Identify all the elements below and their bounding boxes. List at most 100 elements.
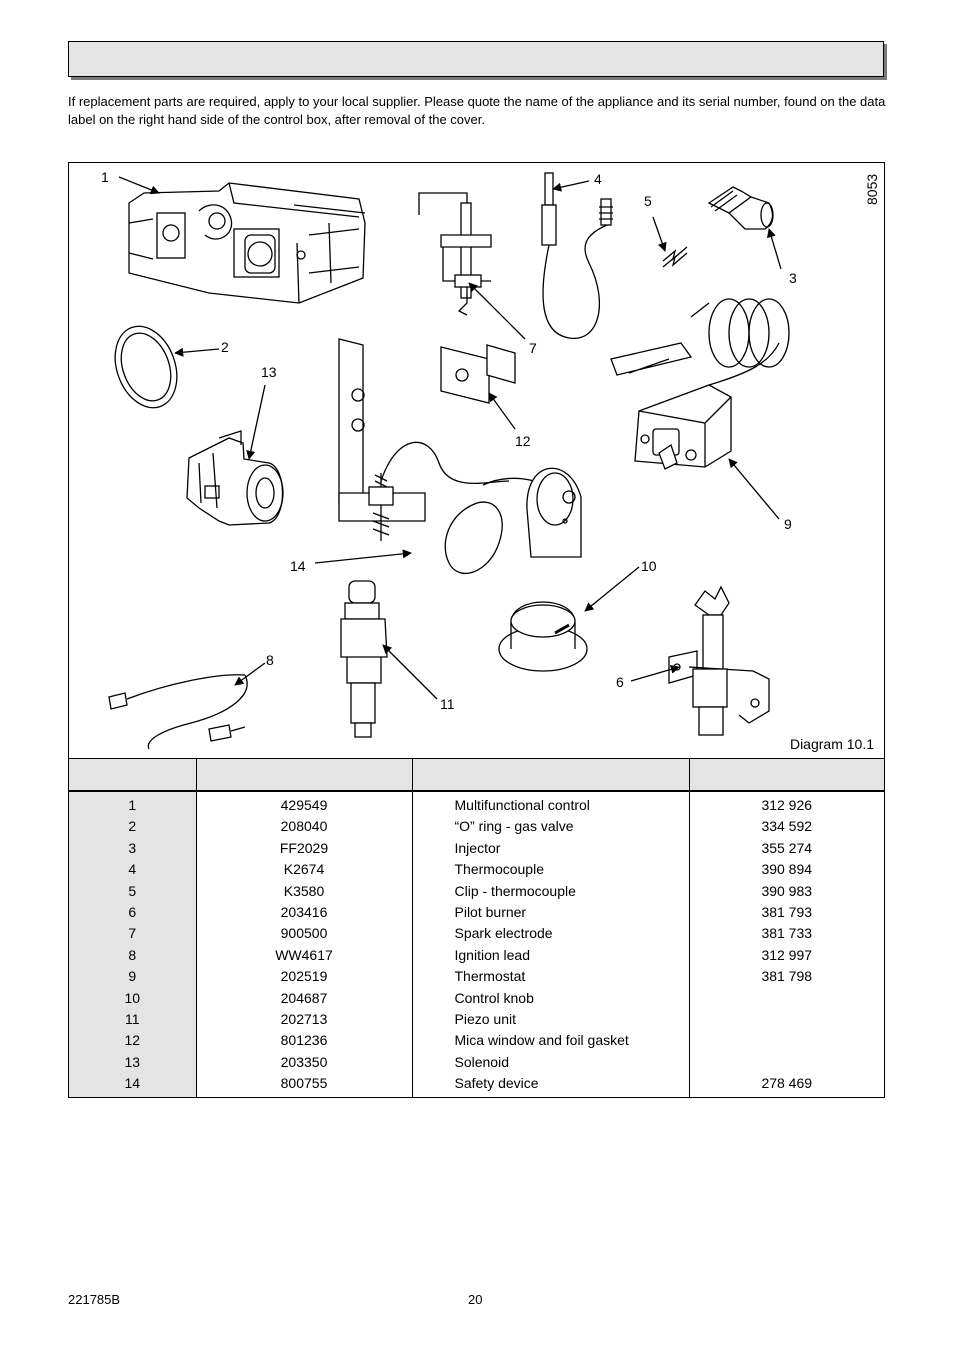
part-code-cell: 312 997	[688, 944, 884, 967]
spacer-cell	[411, 1094, 689, 1097]
key-cell: 6	[69, 902, 196, 924]
section-title-bar	[68, 41, 884, 77]
callout-1: 1	[101, 169, 109, 185]
page-number: 20	[468, 1292, 483, 1307]
callout-6: 6	[616, 674, 624, 690]
callout-3: 3	[789, 270, 797, 286]
gc-number-cell: WW4617	[195, 944, 412, 967]
key-cell: 5	[69, 880, 196, 903]
mica-window-illustration	[440, 344, 516, 404]
description-cell: Clip - thermocouple	[411, 880, 689, 903]
table-spacer-row	[69, 1094, 884, 1097]
callout-13: 13	[261, 364, 277, 380]
key-cell: 8	[69, 944, 196, 967]
intro-paragraph: If replacement parts are required, apply…	[68, 94, 886, 127]
description-cell: Piezo unit	[411, 1009, 689, 1031]
gc-number-cell: 202519	[195, 966, 412, 988]
part-code-cell: 381 793	[688, 902, 884, 924]
ignition-lead-illustration	[108, 674, 248, 750]
key-cell: 13	[69, 1051, 196, 1074]
clip-illustration	[662, 246, 688, 268]
description-cell: Thermostat	[411, 966, 689, 988]
key-cell: 14	[69, 1073, 196, 1095]
description-cell: Multifunctional control	[411, 791, 689, 817]
description-cell: Mica window and foil gasket	[411, 1030, 689, 1052]
callout-7: 7	[529, 340, 537, 356]
callout-4: 4	[594, 171, 602, 187]
gc-number-cell: K2674	[195, 859, 412, 881]
gc-number-cell: 203350	[195, 1051, 412, 1074]
spacer-cell	[195, 1094, 412, 1097]
part-code-cell	[688, 987, 884, 1010]
part-code-cell: 390 983	[688, 880, 884, 903]
callout-2: 2	[221, 339, 229, 355]
thermostat-illustration	[610, 298, 790, 470]
part-code-cell: 381 798	[688, 966, 884, 988]
parts-frame: 1 2 3 4 5 6 7 8 9 10 11 12 13 14 8053 Di…	[68, 162, 885, 1098]
key-cell: 10	[69, 987, 196, 1010]
key-cell: 2	[69, 816, 196, 838]
gc-number-cell: 900500	[195, 923, 412, 945]
part-code-cell: 334 592	[688, 816, 884, 838]
part-code-cell: 381 733	[688, 923, 884, 945]
key-cell: 7	[69, 923, 196, 945]
part-code-cell: 278 469	[688, 1073, 884, 1095]
gc-number-cell: 429549	[195, 791, 412, 817]
callout-9: 9	[784, 516, 792, 532]
key-cell: 9	[69, 966, 196, 988]
callout-5: 5	[644, 193, 652, 209]
gc-number-cell: 800755	[195, 1073, 412, 1095]
multifunctional-control-illustration	[128, 182, 366, 304]
description-cell: Injector	[411, 837, 689, 860]
gc-number-cell: FF2029	[195, 837, 412, 860]
callout-8: 8	[266, 652, 274, 668]
column-header-code	[688, 758, 884, 792]
callout-11: 11	[440, 696, 455, 712]
safety-device-illustration	[338, 338, 582, 574]
key-cell: 1	[69, 791, 196, 817]
gc-number-cell: 208040	[195, 816, 412, 838]
part-code-cell	[688, 1051, 884, 1074]
gc-number-cell: 204687	[195, 987, 412, 1010]
part-code-cell: 355 274	[688, 837, 884, 860]
pilot-burner-illustration	[668, 585, 770, 736]
key-cell: 3	[69, 837, 196, 860]
exploded-parts-diagram: 1 2 3 4 5 6 7 8 9 10 11 12 13 14 8053 Di…	[69, 163, 884, 758]
spacer-cell	[69, 1094, 196, 1097]
description-cell: Safety device	[411, 1073, 689, 1095]
parts-illustration: 1 2 3 4 5 6 7 8 9 10 11 12 13 14 8053	[101, 169, 880, 750]
description-cell: Pilot burner	[411, 902, 689, 924]
description-cell: Spark electrode	[411, 923, 689, 945]
description-cell: Control knob	[411, 987, 689, 1010]
callout-12: 12	[515, 433, 531, 449]
key-cell: 4	[69, 859, 196, 881]
thermocouple-illustration	[541, 172, 613, 339]
description-cell: Thermocouple	[411, 859, 689, 881]
callout-14: 14	[290, 558, 306, 574]
key-cell: 11	[69, 1009, 196, 1031]
part-code-cell: 390 894	[688, 859, 884, 881]
part-code-cell: 312 926	[688, 791, 884, 817]
description-cell: Solenoid	[411, 1051, 689, 1074]
solenoid-illustration	[186, 430, 284, 526]
document-number: 221785B	[68, 1292, 121, 1307]
table-header-row	[69, 758, 884, 792]
spark-electrode-illustration	[418, 192, 492, 316]
gc-number-cell: 801236	[195, 1030, 412, 1052]
piezo-unit-illustration	[340, 580, 388, 738]
